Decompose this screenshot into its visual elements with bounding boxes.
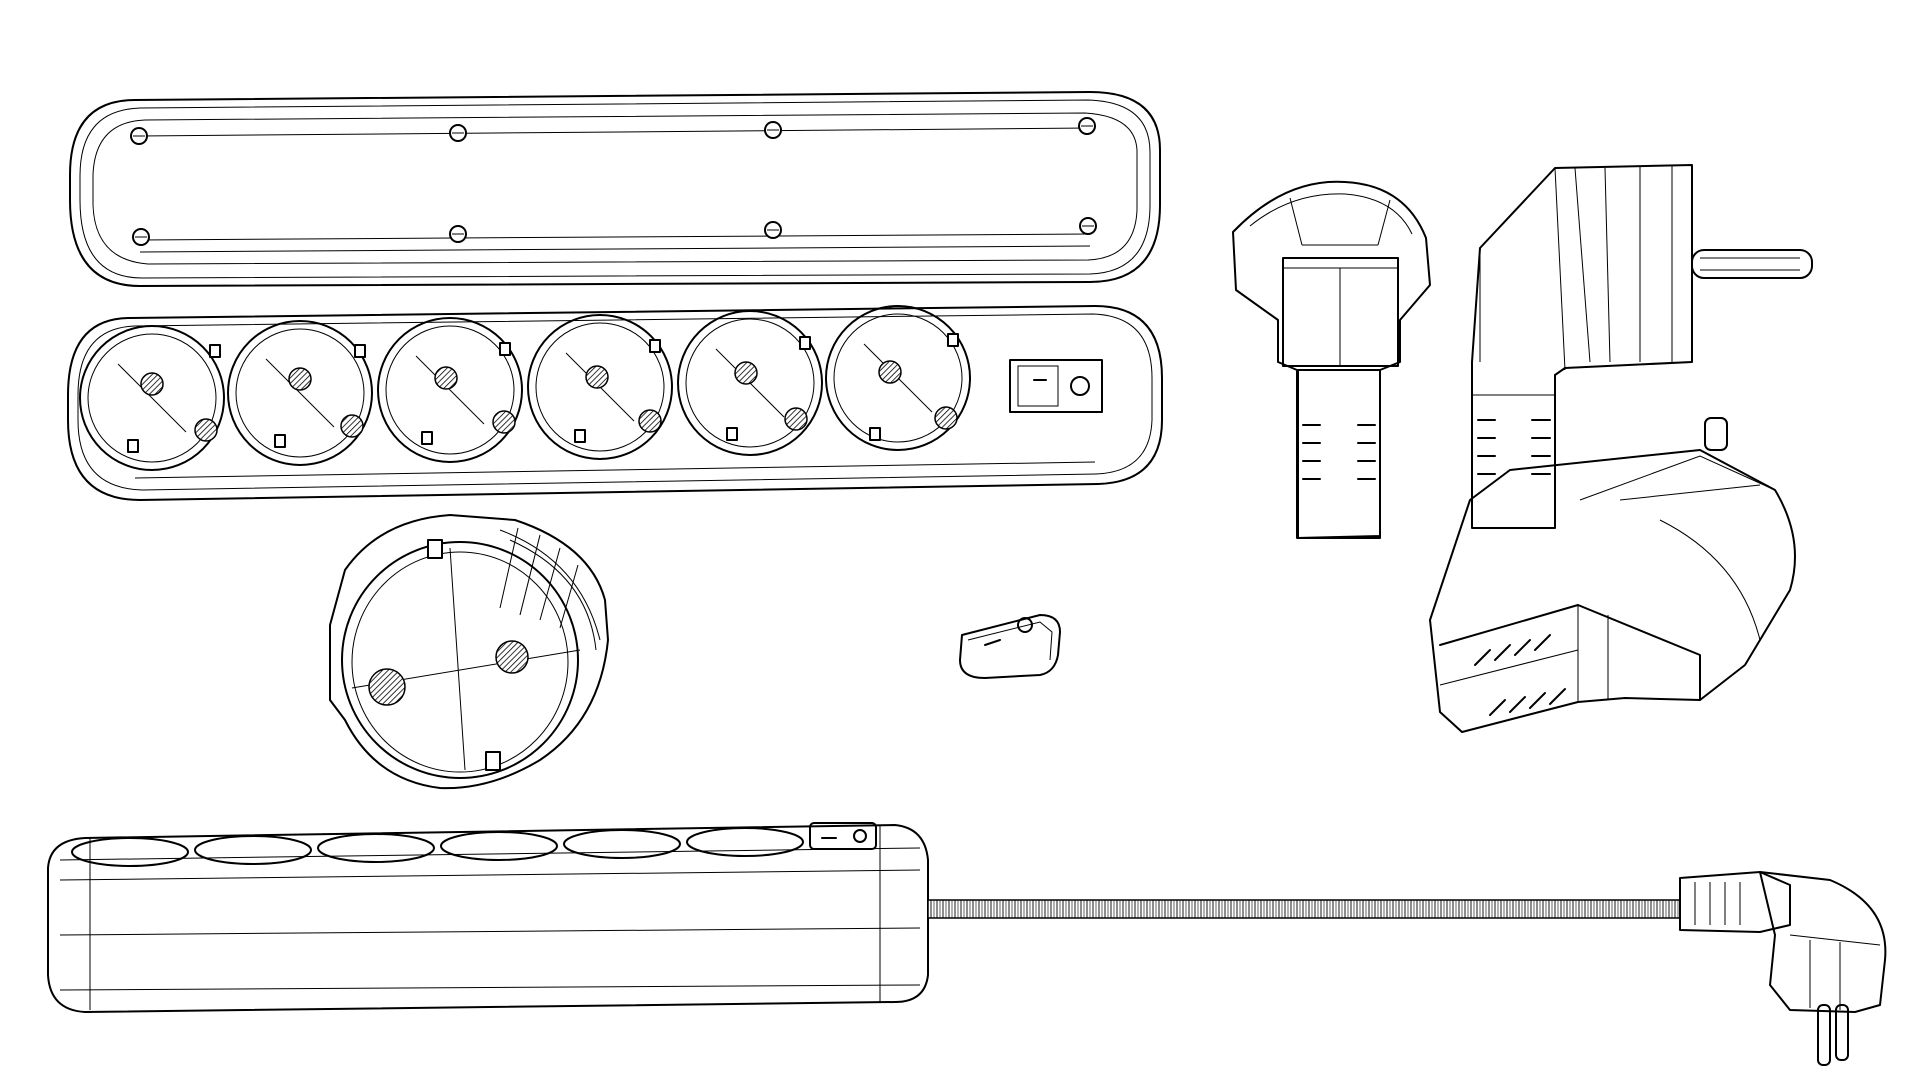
strip-back-cover (69, 91, 1161, 287)
socket-icon (677, 310, 823, 456)
plug-icon (1679, 871, 1887, 1066)
socket-icon (71, 827, 804, 867)
socket-icon (527, 314, 673, 460)
single-socket (329, 514, 609, 790)
plug-side (1471, 164, 1813, 529)
rocker-switch (959, 614, 1061, 679)
assembled-strip (47, 822, 1887, 1066)
socket-icon (377, 317, 523, 463)
switch-icon (1009, 359, 1103, 413)
power-cord (927, 899, 1681, 919)
strip-top-open (67, 305, 1163, 501)
switch-icon (809, 822, 877, 850)
plug-perspective (1429, 417, 1796, 733)
socket-icon (227, 320, 373, 466)
screw-icon (130, 117, 1097, 246)
socket-icon (825, 305, 971, 451)
plug-front (1232, 180, 1431, 539)
socket-icon (79, 325, 225, 471)
